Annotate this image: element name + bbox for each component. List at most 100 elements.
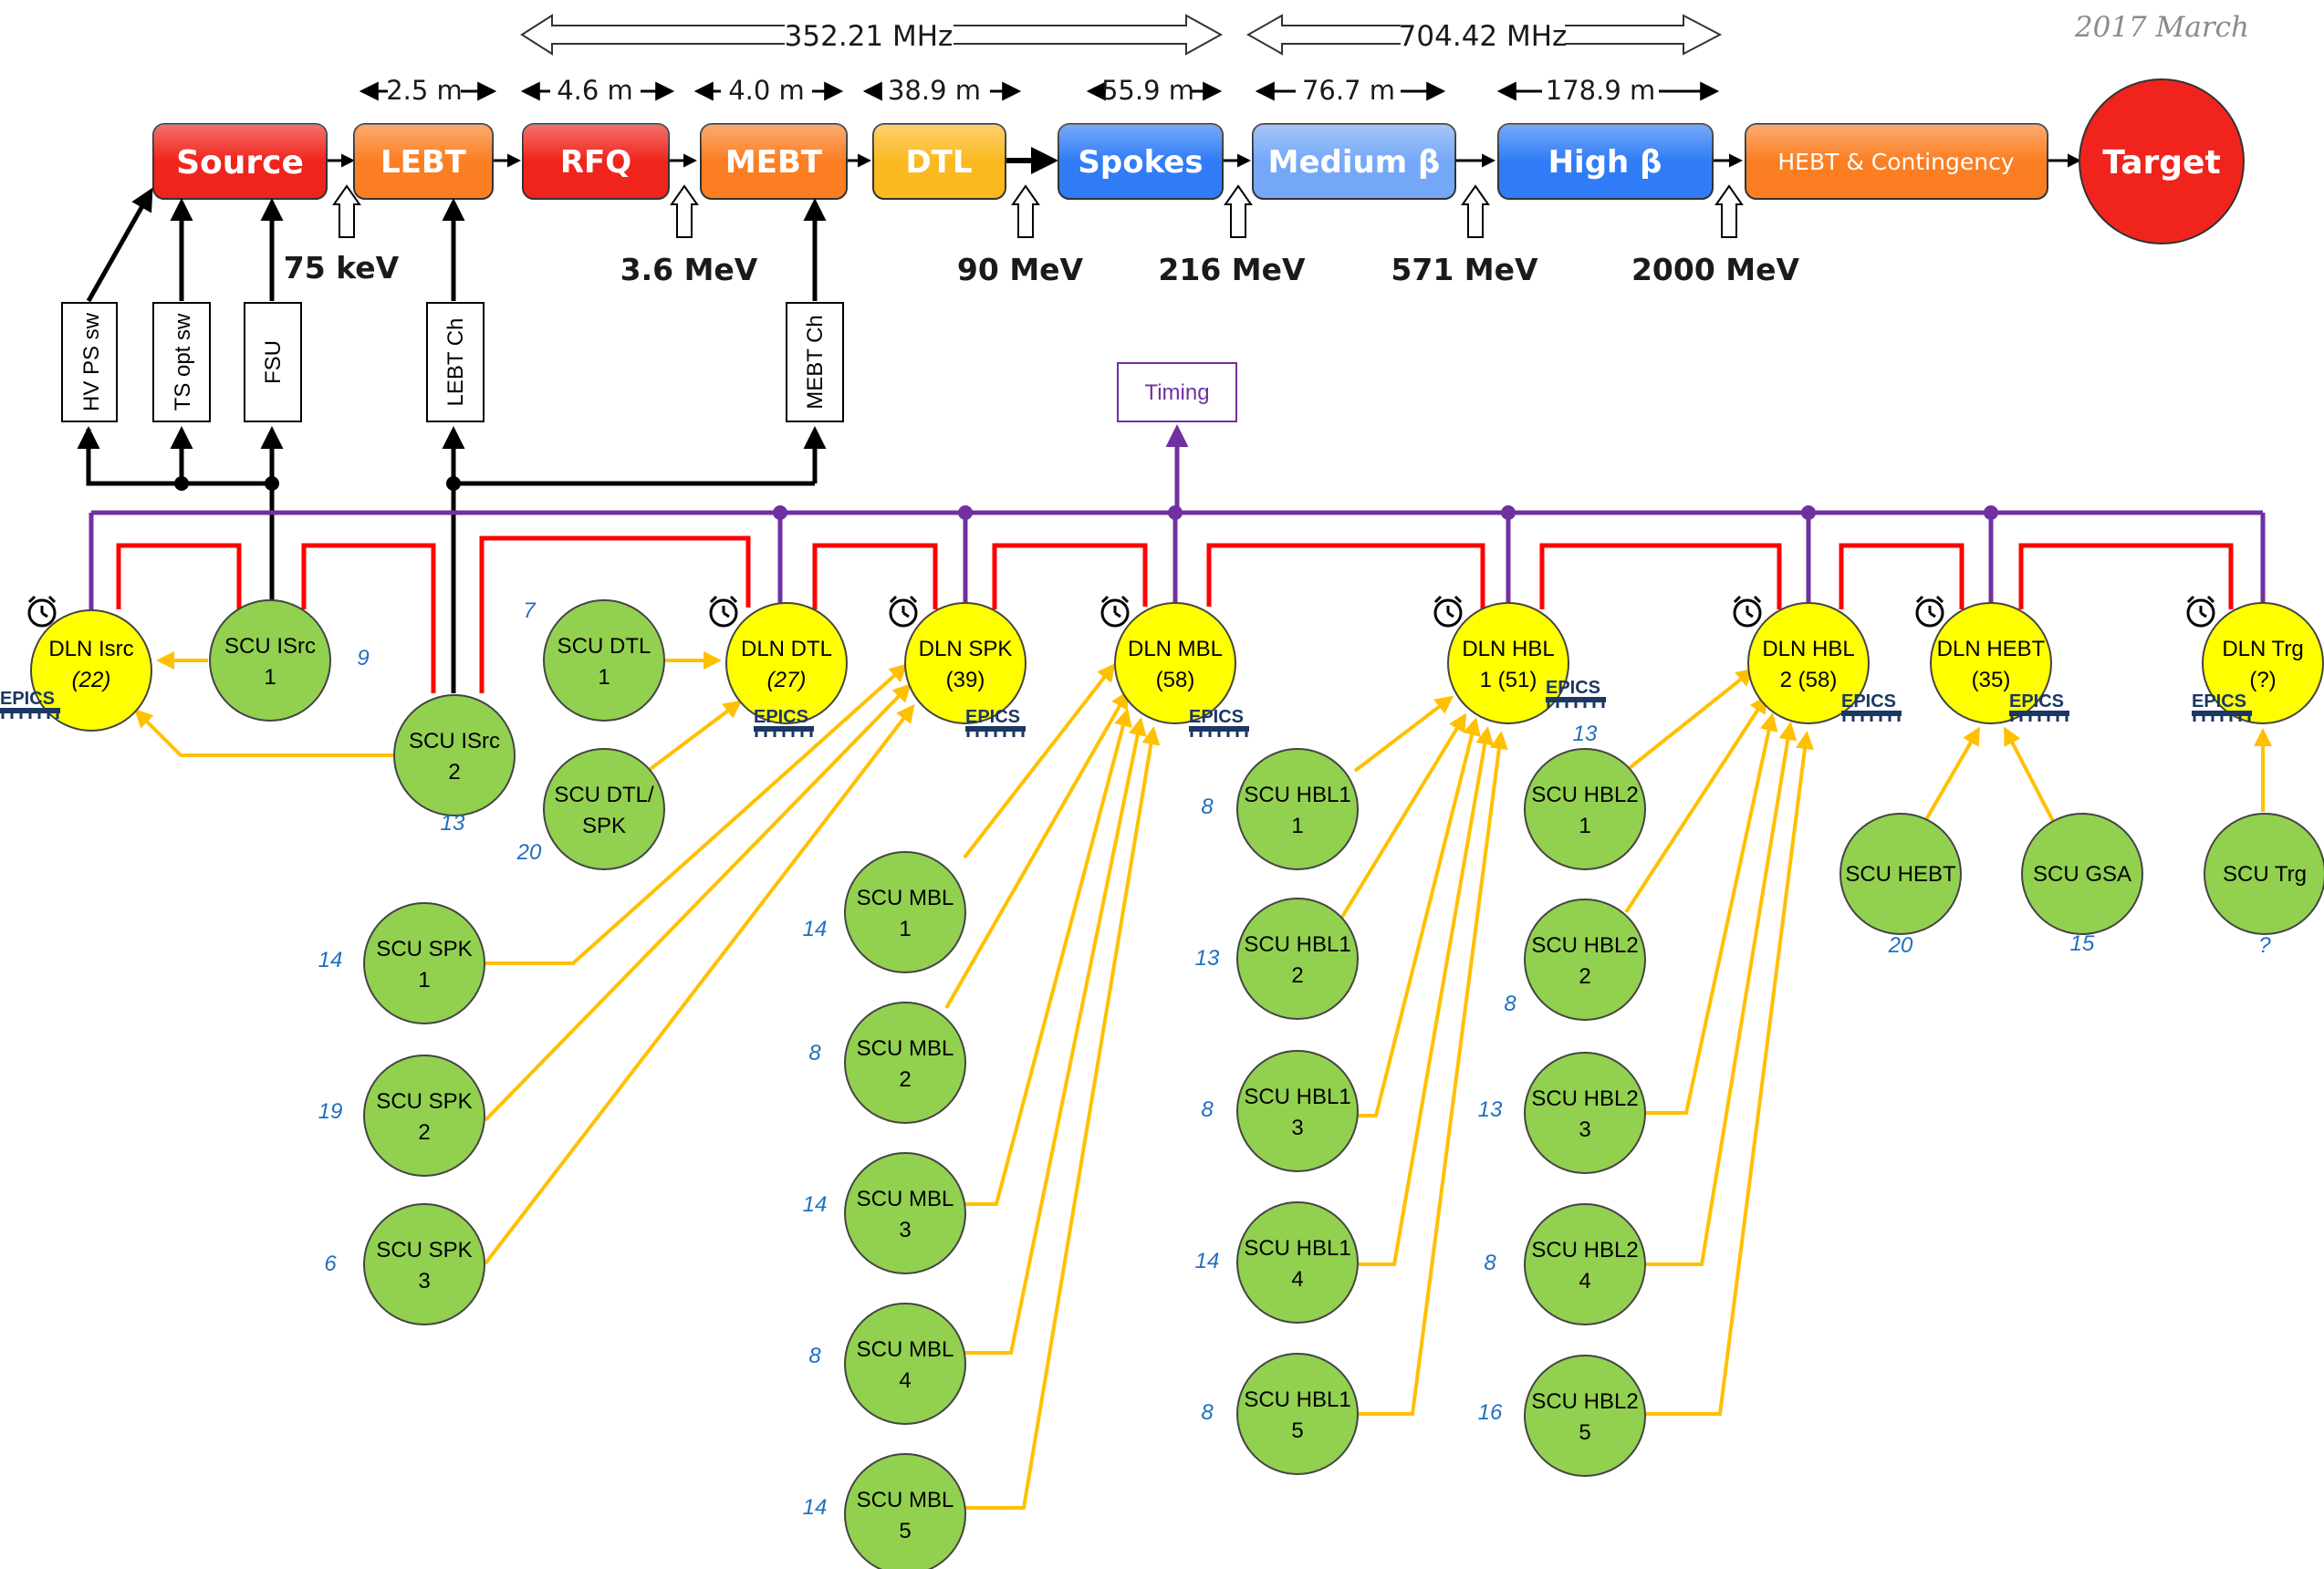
scu-circle — [363, 1203, 485, 1325]
timing-label: Timing — [1144, 380, 1209, 405]
alarm-clock-icon — [27, 595, 57, 628]
alarm-clock-icon — [1100, 595, 1130, 628]
scu-label-2: 1 — [1579, 814, 1590, 838]
scu-label-2: 5 — [899, 1519, 911, 1543]
feed-box-mebt-ch: MEBT Ch — [786, 302, 844, 422]
scu-circle — [393, 694, 516, 816]
segment-source-label: Source — [176, 144, 304, 182]
scu-label-1: SCU MBL — [857, 1337, 954, 1362]
segment-source: Source — [152, 123, 328, 200]
scu-signal-count: 6 — [324, 1252, 337, 1276]
epics-logo-icon: EPICS — [754, 707, 814, 737]
segment-dtl-label: DTL — [905, 144, 972, 181]
scu-signal-count: 8 — [1201, 1400, 1214, 1425]
svg-text:EPICS: EPICS — [754, 707, 808, 727]
scu-label-1: SCU DTL/ — [554, 783, 654, 807]
dln-hbl-2: DLN HBL 2 (58) — [1747, 602, 1870, 724]
scu-label-2: 1 — [598, 665, 610, 690]
svg-text:EPICS: EPICS — [1189, 707, 1244, 727]
scu-circle — [844, 1453, 966, 1569]
frequency-band-704: 704.42 MHz — [1245, 14, 1723, 56]
scu-circle — [1524, 899, 1646, 1021]
alarm-clock-icon — [1733, 595, 1762, 628]
scu-label-1: SCU ISrc — [224, 634, 316, 659]
dln-hbl-1-label-1: DLN HBL — [1462, 637, 1554, 661]
dln-spk: DLN SPK (39) — [904, 602, 1027, 724]
scu-signal-count: 13 — [1573, 722, 1598, 746]
segment-lebt: LEBT — [353, 123, 494, 200]
energy-571mev: 571 MeV — [1391, 252, 1538, 287]
dln-dtl: DLN DTL (27) — [725, 602, 848, 724]
length-dtl: 38.9 m — [888, 75, 981, 106]
dln-hbl-2-label-2: 2 (58) — [1780, 668, 1838, 692]
segment-high-beta-label: High β — [1548, 144, 1662, 181]
date-label: 2017 March — [2074, 11, 2249, 44]
scu-label-2: SPK — [582, 814, 626, 838]
svg-text:EPICS: EPICS — [1546, 678, 1600, 698]
length-lebt: 2.5 m — [386, 75, 463, 106]
dln-hbl-1-label-2: 1 (51) — [1480, 668, 1537, 692]
segment-target-label: Target — [2102, 144, 2220, 182]
scu-circle — [1236, 748, 1359, 870]
scu-label-1: SCU HBL1 — [1244, 1387, 1350, 1412]
segment-spokes: Spokes — [1058, 123, 1224, 200]
scu-label-1: SCU ISrc — [409, 729, 500, 753]
dln-hbl-2-label-1: DLN HBL — [1762, 637, 1854, 661]
dln-mbl-label-1: DLN MBL — [1128, 637, 1223, 661]
scu-label-2: 3 — [899, 1218, 911, 1242]
segment-rfq-label: RFQ — [560, 144, 631, 181]
length-high: 178.9 m — [1546, 75, 1656, 106]
epics-logo-icon: EPICS — [0, 689, 60, 719]
scu-signal-count: 9 — [357, 646, 369, 670]
length-medium: 76.7 m — [1302, 75, 1395, 106]
scu-label-2: 1 — [1291, 814, 1303, 838]
scu-circle — [2021, 813, 2143, 935]
scu-label-1: SCU GSA — [2033, 862, 2131, 887]
segment-hebt-label: HEBT & Contingency — [1777, 149, 2014, 175]
dln-isrc-label-1: DLN Isrc — [48, 637, 133, 661]
segment-rfq: RFQ — [522, 123, 670, 200]
timing-box: Timing — [1117, 362, 1237, 422]
scu-circle — [1236, 1353, 1359, 1475]
freq-low-label: 352.21 MHz — [785, 20, 954, 53]
energy-2000mev: 2000 MeV — [1631, 252, 1800, 287]
dln-isrc-label-2: (22) — [72, 668, 111, 692]
segment-hebt: HEBT & Contingency — [1745, 123, 2048, 200]
feed-junctions — [174, 476, 461, 491]
scu-circle — [1236, 1201, 1359, 1324]
dln-hebt-label-2: (35) — [1972, 668, 2011, 692]
epics-logo-icon: EPICS — [2192, 691, 2252, 722]
scu-label-1: SCU HBL1 — [1244, 1236, 1350, 1261]
scu-label-2: 3 — [1579, 1117, 1590, 1142]
segment-mebt: MEBT — [700, 123, 848, 200]
epics-logo-icon: EPICS — [1189, 707, 1249, 737]
scu-label-2: 1 — [264, 665, 276, 690]
dln-spk-label-2: (39) — [946, 668, 985, 692]
scu-signal-count: 13 — [441, 811, 465, 836]
scu-signal-count: 14 — [318, 948, 343, 972]
segment-mebt-label: MEBT — [725, 144, 823, 181]
scu-label-1: SCU SPK — [376, 1089, 472, 1114]
segment-high-beta: High β — [1497, 123, 1714, 200]
scu-label-2: 1 — [418, 968, 430, 992]
scu-signal-count: 13 — [1478, 1097, 1503, 1122]
dln-hebt-label-1: DLN HEBT — [1937, 637, 2046, 661]
scu-signal-count: 14 — [803, 1495, 828, 1520]
alarm-clock-icon — [1915, 595, 1944, 628]
feed-box-hv-ps-sw: HV PS sw — [61, 302, 118, 422]
scu-circle — [209, 599, 331, 722]
dln-hbl-1: DLN HBL 1 (51) — [1447, 602, 1569, 724]
